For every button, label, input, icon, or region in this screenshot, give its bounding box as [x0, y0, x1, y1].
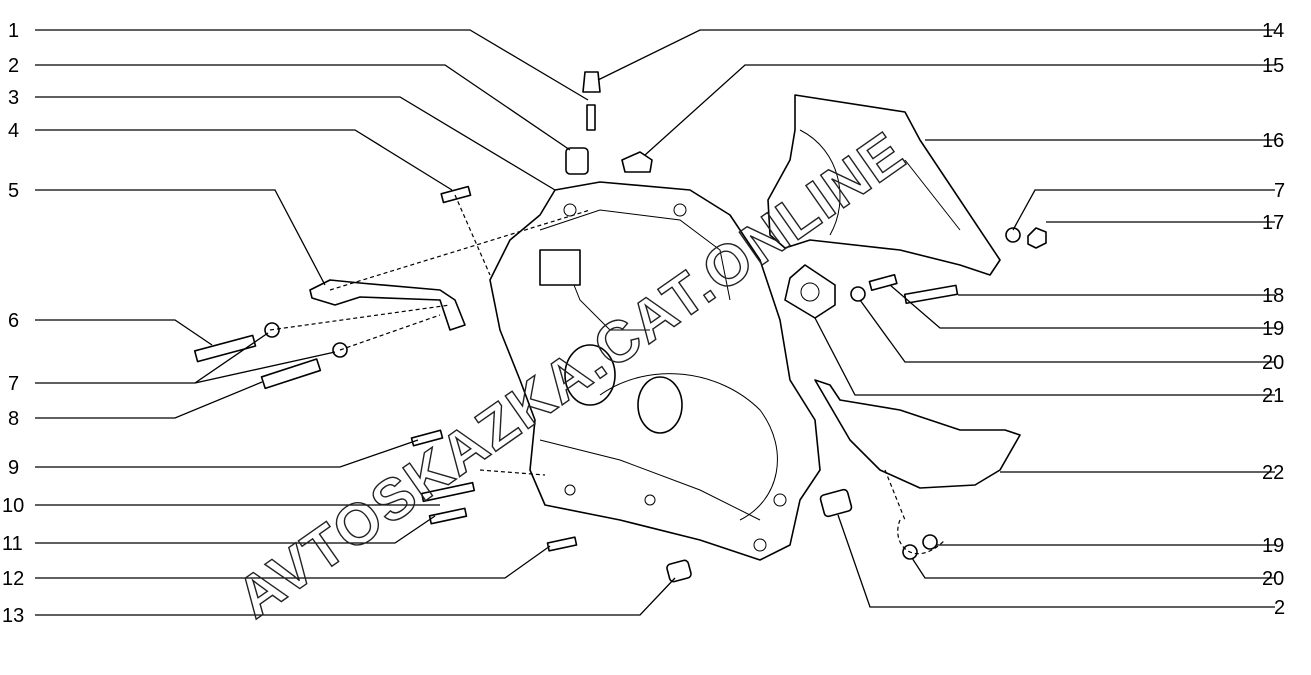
pin-part-1	[586, 104, 596, 131]
washer-part-20	[850, 286, 866, 302]
bolt-part-19b	[922, 534, 938, 550]
callout-label: 16	[1262, 130, 1284, 152]
callout-label: 8	[8, 408, 19, 430]
bushing-part-2b	[819, 488, 853, 518]
washer-part-7c	[1005, 227, 1021, 243]
callout-label: 11	[2, 533, 23, 555]
callout-label: 20	[1262, 568, 1284, 590]
callout-label: 21	[1262, 385, 1284, 407]
callout-label: 14	[1262, 20, 1284, 42]
callout-label: 15	[1262, 55, 1284, 77]
callout-label: 7	[8, 373, 19, 395]
callout-label: 19	[1262, 318, 1284, 340]
callout-label: 22	[1262, 462, 1284, 484]
right-callout-labels: 14 15 16 7 17 18 19 20 21 22 19 20 2	[1262, 20, 1285, 619]
stud-part-10	[420, 481, 476, 503]
bolt-part-6	[193, 334, 257, 363]
callout-label: 18	[1262, 285, 1284, 307]
callout-label: 2	[1274, 597, 1285, 619]
callout-label: 20	[1262, 352, 1284, 374]
bolt-part-19	[868, 273, 898, 291]
callout-label: 7	[1274, 180, 1285, 202]
callout-label: 17	[1262, 212, 1284, 234]
dowel-part-13	[666, 559, 692, 583]
clutch-housing	[489, 181, 821, 561]
callout-label: 10	[2, 495, 24, 517]
callout-label: 19	[1262, 535, 1284, 557]
callout-label: 5	[8, 180, 19, 202]
clip-part-15	[621, 151, 653, 173]
nut-part-17	[1027, 227, 1047, 249]
callout-label: 4	[8, 120, 19, 142]
callout-label: 13	[2, 605, 24, 627]
stud-part-18	[903, 284, 959, 305]
callout-label: 6	[8, 310, 19, 332]
callout-label: 12	[2, 568, 24, 590]
plug-part-14	[582, 71, 601, 93]
callout-label: 9	[8, 457, 19, 479]
left-callout-labels: 1 2 3 4 5 6 7 8 9 10 11 12 13	[2, 20, 24, 627]
shield-part-22	[814, 379, 1021, 489]
bushing-part-2	[565, 147, 589, 175]
callout-label: 3	[8, 87, 19, 109]
callout-label: 2	[8, 55, 19, 77]
callout-label: 1	[8, 20, 19, 42]
stud-part-4	[440, 185, 472, 204]
bolt-part-8	[260, 358, 322, 390]
flange-part-21	[784, 264, 836, 319]
cover-plate-part-16	[767, 94, 1001, 276]
stud-part-11	[428, 507, 468, 525]
leader-lines	[35, 29, 1275, 616]
stud-part-12	[546, 536, 578, 552]
bracket-part-5	[309, 279, 466, 331]
